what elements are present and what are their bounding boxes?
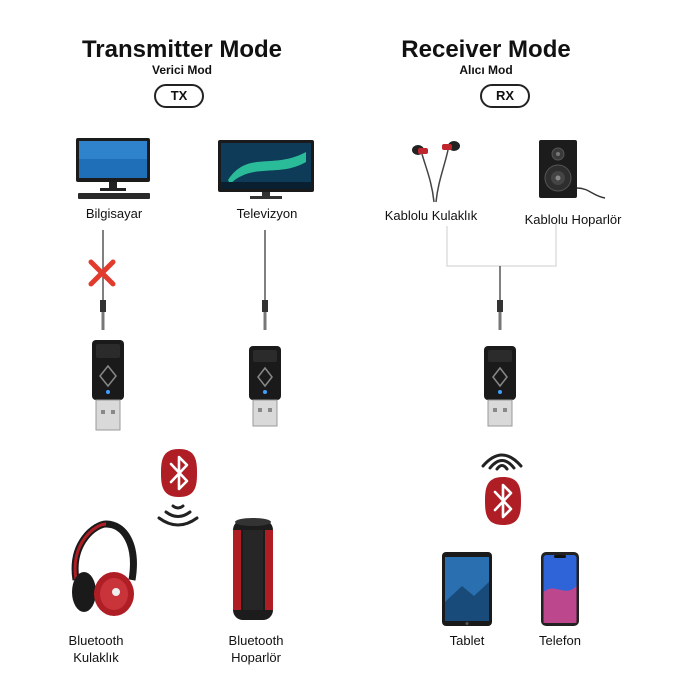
usb-adapter-rx-icon (480, 346, 520, 428)
bluetooth-rx-icon (484, 476, 522, 526)
wireless-signal-rx-icon (480, 444, 524, 470)
bluetooth-headphones-label-line2: Kulaklık (44, 649, 148, 666)
bluetooth-headphones-label-line1: Bluetooth (44, 632, 148, 649)
bluetooth-speaker-icon (231, 516, 275, 622)
bluetooth-tx-icon (160, 448, 198, 498)
tablet-icon (442, 552, 492, 626)
tablet-label: Tablet (422, 632, 512, 649)
wireless-signal-tx-icon (156, 502, 200, 528)
bluetooth-speaker-label-line1: Bluetooth (204, 632, 308, 649)
usb-adapter-tx-2-icon (245, 346, 285, 428)
phone-icon (541, 552, 579, 626)
usb-adapter-tx-1-icon (88, 340, 128, 432)
phone-label: Telefon (518, 632, 602, 649)
not-supported-cross-icon (87, 258, 117, 288)
bluetooth-headphones-icon (66, 522, 140, 618)
bluetooth-speaker-label-line2: Hoparlör (204, 649, 308, 666)
